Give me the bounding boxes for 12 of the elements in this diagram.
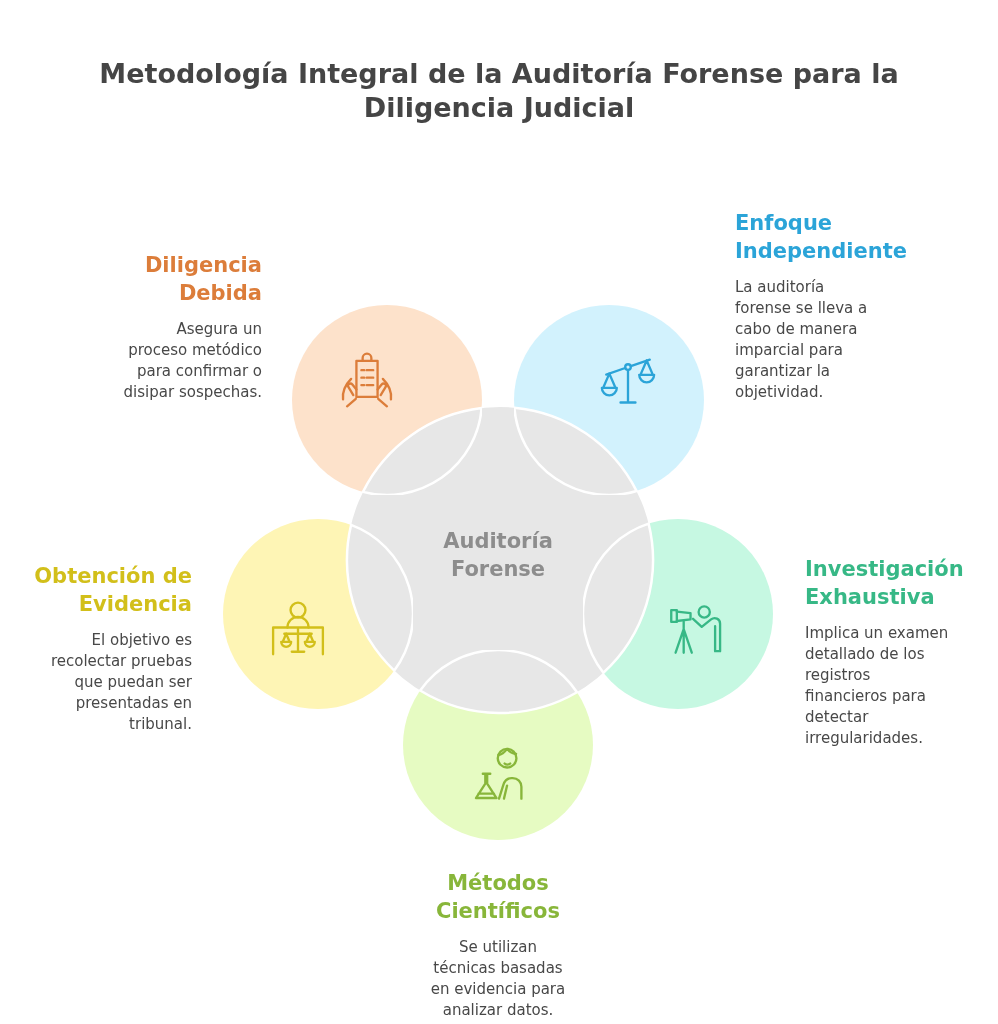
topic-description: El objetivo es recolectar pruebas que puedan ser presentadas en tribunal.: [49, 630, 192, 735]
topic-heading: Obtención de Evidencia: [33, 563, 192, 618]
topic-heading: Diligencia Debida: [143, 252, 262, 307]
topic-description: Asegura un proceso metódico para confirmar o disipar sospechas.: [122, 319, 262, 403]
topic-description: Se utilizan técnicas basadas en evidencia para analizar datos.: [429, 937, 567, 1021]
topic-description: Implica un examen detallado de los registros financieros para detectar irregularidades.: [805, 623, 950, 749]
title: Metodología Integral de la Auditoría Forense para la Diligencia Judicial: [98, 57, 900, 125]
center-label: Auditoría Forense: [442, 528, 554, 583]
topic-heading: Métodos Científicos: [435, 870, 561, 925]
topic-description: La auditoría forense se lleva a cabo de manera imparcial para garantizar la objetividad.: [735, 277, 869, 403]
topic-heading: Enfoque Independiente: [735, 210, 908, 265]
topic-heading: Investigación Exhaustiva: [805, 556, 965, 611]
